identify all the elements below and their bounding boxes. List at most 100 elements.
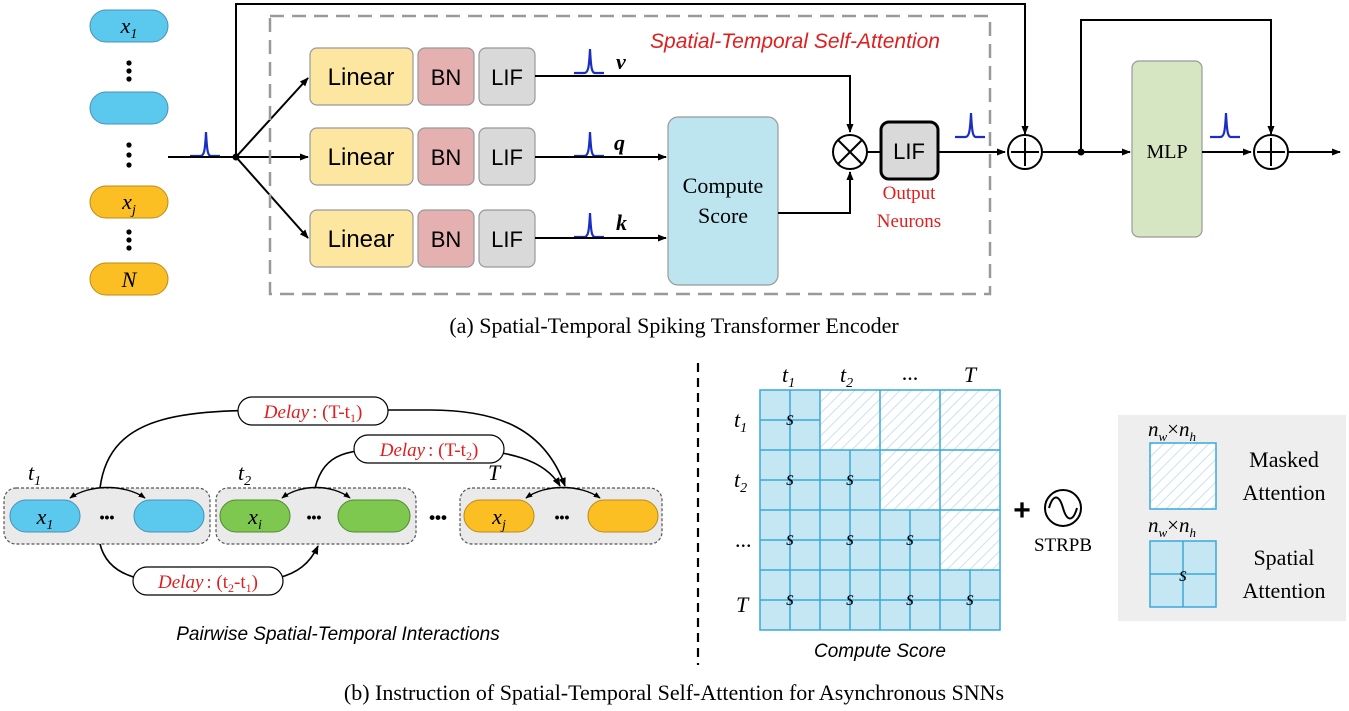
- v-spike-icon: [572, 47, 606, 75]
- token-N: [89, 262, 169, 296]
- svg-text:•••: •••: [555, 509, 570, 525]
- ssa-box: [268, 14, 992, 296]
- linear-block: [309, 47, 414, 106]
- bn-block: [417, 127, 475, 186]
- svg-text:BN: BN: [431, 227, 462, 252]
- svg-text:T: T: [736, 592, 750, 617]
- svg-text:s: s: [1179, 564, 1187, 586]
- svg-text:nw×nh: nw×nh: [1148, 513, 1196, 540]
- ssa-title: Spatial-Temporal Self-Attention: [650, 30, 940, 53]
- svg-text:Neurons: Neurons: [877, 211, 941, 232]
- svg-text:s: s: [966, 588, 974, 610]
- svg-text:T: T: [964, 362, 978, 387]
- svg-text:v: v: [616, 49, 626, 74]
- svg-text:...: ...: [902, 360, 919, 385]
- svg-text:xj: xj: [491, 504, 506, 533]
- vertical-ellipsis: [126, 142, 132, 148]
- attention-matrix: s s s s s s s s s s: [759, 389, 1001, 631]
- input-stream: [168, 3, 1029, 239]
- branch-v: Linear BN LIF v: [309, 47, 854, 133]
- svg-text:s: s: [906, 588, 914, 610]
- k-spike-icon: [572, 211, 606, 239]
- branch-k: Linear BN LIF k: [309, 209, 667, 268]
- label-T: T: [488, 460, 502, 485]
- strpb-label: STRPB: [1034, 535, 1092, 556]
- plus-sign: +: [1013, 494, 1031, 527]
- svg-text:s: s: [786, 408, 794, 430]
- output-spike-icon: [953, 111, 987, 139]
- caption-compute-score: Compute Score: [814, 641, 946, 662]
- input-tokens: x1 xj N: [89, 9, 169, 296]
- mlp-block: MLP: [1131, 60, 1203, 238]
- svg-text:Linear: Linear: [328, 226, 395, 253]
- vertical-ellipsis: [126, 60, 132, 66]
- svg-text:s: s: [786, 468, 794, 490]
- delay-label-3: Delay: (t2-t1): [132, 566, 284, 596]
- linear-block: [309, 209, 414, 268]
- delay-label-2: Delay: (T-t2): [353, 434, 505, 464]
- output-lif-block: LIF Output Neurons: [877, 120, 941, 232]
- svg-text:Linear: Linear: [328, 144, 395, 171]
- group-t1: x1 •••: [3, 486, 211, 545]
- input-spike-icon: [188, 130, 222, 158]
- svg-text:•••: •••: [100, 509, 115, 525]
- token-xj: [89, 185, 169, 219]
- residual-connection-1: [235, 3, 1029, 157]
- svg-text:s: s: [906, 528, 914, 550]
- svg-text:Attention: Attention: [1242, 578, 1325, 603]
- svg-text:Delay: (T-t2): Delay: (T-t2): [379, 440, 479, 463]
- label-t1: t1: [28, 460, 41, 489]
- svg-text:s: s: [786, 588, 794, 610]
- svg-text:•••: •••: [307, 509, 322, 525]
- linear-block: [309, 127, 414, 186]
- legend-masked-swatch: [1149, 442, 1217, 510]
- svg-text:t1: t1: [782, 362, 795, 391]
- svg-text:Compute: Compute: [683, 173, 764, 198]
- svg-text:q: q: [614, 130, 625, 155]
- svg-text:t2: t2: [840, 362, 853, 391]
- svg-text:nw×nh: nw×nh: [1148, 417, 1196, 444]
- svg-text:MLP: MLP: [1146, 141, 1187, 163]
- svg-text:BN: BN: [431, 65, 462, 90]
- caption-a: (a) Spatial-Temporal Spiking Transformer…: [449, 313, 899, 338]
- svg-text:BN: BN: [431, 145, 462, 170]
- matrix-row-labels: t1 t2 ... T: [734, 407, 752, 617]
- svg-text:Masked: Masked: [1249, 447, 1319, 472]
- bn-block: [417, 209, 475, 268]
- compute-score-block: Compute Score: [667, 116, 854, 286]
- svg-text:LIF: LIF: [491, 65, 523, 90]
- token-x1: [89, 9, 169, 43]
- svg-text:k: k: [616, 210, 627, 235]
- svg-text:Delay: (T-t1): Delay: (T-t1): [263, 402, 363, 425]
- legend: nw×nh Masked Attention nw×nh s Spatial A…: [1118, 415, 1346, 621]
- svg-text:xj: xj: [121, 189, 136, 218]
- svg-text:t2: t2: [734, 467, 747, 496]
- svg-text:Score: Score: [698, 203, 748, 228]
- svg-text:Linear: Linear: [328, 64, 395, 91]
- svg-text:x1: x1: [36, 504, 54, 533]
- svg-text:xi: xi: [247, 504, 262, 533]
- token-blue: [89, 91, 169, 125]
- multiply-icon: [832, 134, 868, 170]
- svg-text:Attention: Attention: [1242, 480, 1325, 505]
- caption-pairwise: Pairwise Spatial-Temporal Interactions: [176, 624, 500, 645]
- delay-label-1: Delay: (T-t1): [237, 396, 389, 426]
- svg-text:s: s: [846, 528, 854, 550]
- svg-text:s: s: [846, 588, 854, 610]
- svg-text:LIF: LIF: [491, 145, 523, 170]
- caption-b: (b) Instruction of Spatial-Temporal Self…: [344, 680, 1004, 705]
- svg-text:s: s: [846, 468, 854, 490]
- svg-text:N: N: [121, 267, 138, 292]
- strpb-icon: [1044, 489, 1082, 527]
- svg-text:Spatial: Spatial: [1253, 545, 1314, 570]
- group-t2: xi •••: [215, 486, 417, 545]
- svg-text:x1: x1: [120, 13, 138, 42]
- label-t2: t2: [238, 460, 251, 489]
- svg-text:...: ...: [735, 527, 752, 552]
- matrix-column-labels: t1 t2 ... T: [782, 360, 978, 391]
- mlp-spike-icon: [1208, 111, 1242, 139]
- group-ellipsis: •••: [429, 508, 447, 527]
- vertical-ellipsis: [126, 229, 132, 235]
- output-neurons-label: Output: [883, 183, 937, 204]
